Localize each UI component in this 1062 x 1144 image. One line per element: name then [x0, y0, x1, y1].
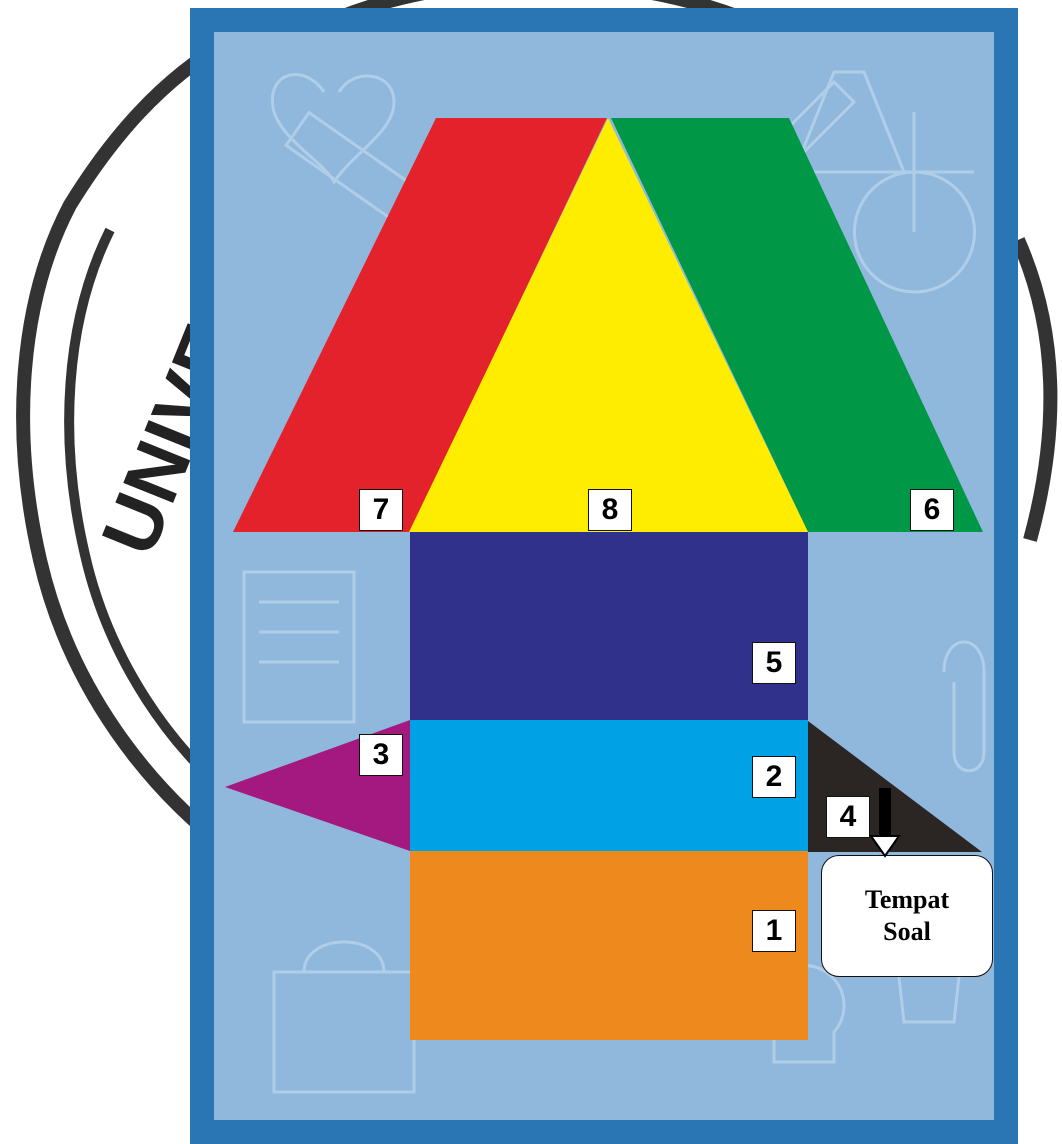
- label-2: 2: [752, 756, 796, 798]
- label-3: 3: [359, 734, 403, 776]
- label-4: 4: [826, 796, 870, 838]
- piece-2-cyan-rectangle[interactable]: [410, 720, 808, 851]
- question-box-line2: Soal: [883, 916, 931, 948]
- label-6: 6: [910, 489, 954, 531]
- label-5: 5: [752, 642, 796, 684]
- question-box-line1: Tempat: [865, 884, 949, 916]
- label-1: 1: [752, 910, 796, 952]
- piece-1-orange-rectangle[interactable]: [410, 851, 808, 1040]
- piece-5-navy-rectangle[interactable]: [410, 532, 808, 720]
- label-8: 8: [588, 489, 632, 531]
- question-box-button[interactable]: Tempat Soal: [821, 855, 993, 977]
- down-arrow-icon: [869, 786, 901, 858]
- label-7: 7: [359, 489, 403, 531]
